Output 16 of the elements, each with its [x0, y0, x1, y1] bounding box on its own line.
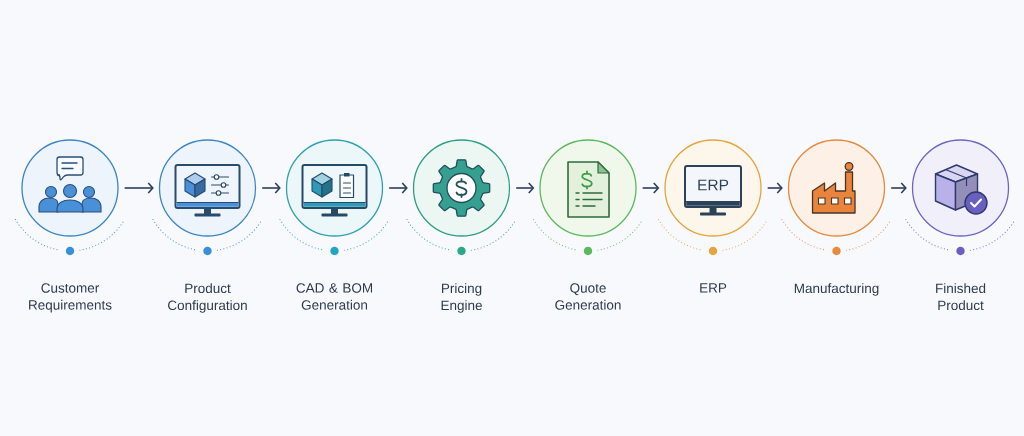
step-label: CAD & BOM Generation	[296, 283, 373, 310]
step-label: Customer Requirements	[29, 283, 112, 313]
arrow	[261, 182, 281, 194]
arrow	[890, 182, 907, 194]
step-label: Pricing Engine	[441, 283, 482, 313]
arrow	[123, 182, 154, 194]
arrow	[766, 182, 783, 194]
step-label: ERP	[700, 283, 727, 293]
arrow	[515, 182, 535, 194]
screen-text: ERP	[698, 179, 729, 191]
step-label: Product Configuration	[168, 283, 247, 313]
step-label: Finished Product	[936, 283, 986, 311]
arrow	[388, 182, 408, 194]
step-label: Quote Generation	[555, 283, 621, 310]
arrow	[641, 182, 660, 194]
step-label: Manufacturing	[794, 283, 879, 296]
